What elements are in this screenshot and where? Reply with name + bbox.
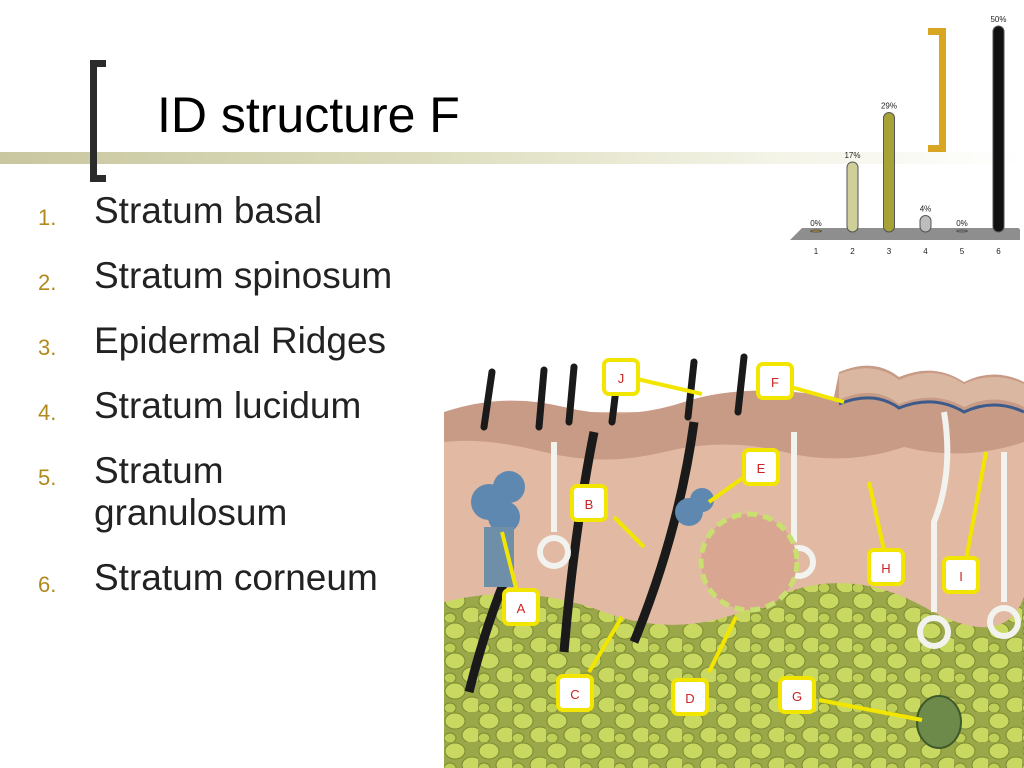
- label-arrows: [500, 377, 988, 722]
- chart-tick-label: 6: [996, 247, 1001, 256]
- callout-j: J: [602, 358, 640, 396]
- subcutaneous-fat-layer: [444, 583, 1024, 768]
- answer-list: 1. Stratum basal 2. Stratum spinosum 3. Epi…: [30, 190, 460, 622]
- sweat-gland-coils: [537, 411, 1021, 649]
- chart-bar-4: [919, 215, 932, 233]
- svg-text:D: D: [685, 691, 694, 706]
- hair-follicle-center: [559, 431, 599, 653]
- svg-text:B: B: [585, 497, 594, 512]
- svg-text:A: A: [517, 601, 526, 616]
- svg-text:C: C: [570, 687, 579, 702]
- answer-option-5[interactable]: 5. Stratum granulosum: [30, 450, 354, 534]
- answer-number: 1.: [38, 205, 57, 230]
- answer-option-1[interactable]: 1. Stratum basal: [30, 190, 460, 232]
- answer-text: Stratum basal: [94, 190, 323, 231]
- chart-tick-label: 1: [814, 247, 819, 256]
- chart-bar-1: [810, 229, 822, 233]
- right-bracket-decoration: [928, 28, 946, 152]
- skin-cross-section-illustration: J F E B A H I C D G: [444, 353, 1024, 768]
- answer-text: Epidermal Ridges: [94, 320, 387, 361]
- hair-follicle-long: [629, 421, 699, 644]
- svg-text:H: H: [881, 561, 890, 576]
- chart-tick-label: 4: [923, 247, 928, 256]
- answer-option-6[interactable]: 6. Stratum corneum: [30, 557, 460, 599]
- chart-bar-2: [846, 161, 859, 233]
- title-underline-rule: [0, 152, 1024, 164]
- answer-option-4[interactable]: 4. Stratum lucidum: [30, 385, 460, 427]
- answer-number: 4.: [38, 400, 57, 425]
- chart-tick-label: 3: [887, 247, 892, 256]
- callout-i: I: [942, 556, 980, 594]
- left-bracket-decoration: [90, 60, 106, 182]
- chart-tick-label: 5: [960, 247, 965, 256]
- hair-follicle-left: [464, 580, 509, 694]
- svg-text:G: G: [792, 689, 802, 704]
- callout-g: G: [778, 676, 816, 714]
- svg-text:F: F: [771, 375, 779, 390]
- stratum-corneum-area: [839, 368, 1024, 407]
- chart-data-label: 0%: [810, 219, 822, 228]
- callout-d: D: [671, 678, 709, 716]
- svg-text:I: I: [959, 569, 963, 584]
- callout-e: E: [742, 448, 780, 486]
- chart-bar-5: [956, 229, 968, 233]
- epidermis-boundary-line: [838, 396, 1024, 414]
- answer-text: Stratum spinosum: [94, 255, 393, 296]
- answer-number: 6.: [38, 572, 57, 597]
- chart-data-label: 29%: [881, 102, 897, 111]
- slide-title: ID structure F: [157, 87, 460, 143]
- answer-text: Stratum granulosum: [94, 450, 288, 533]
- answer-text: Stratum corneum: [94, 557, 378, 598]
- callout-b: B: [570, 484, 608, 522]
- chart-bar-6: [992, 25, 1005, 233]
- sweat-gland-d: [698, 511, 800, 613]
- chart-data-label: 4%: [920, 205, 932, 214]
- answer-option-3[interactable]: 3. Epidermal Ridges: [30, 320, 460, 362]
- chart-bar-3: [883, 112, 895, 233]
- chart-tick-label: 2: [850, 247, 855, 256]
- callout-a: A: [502, 588, 540, 626]
- chart-data-label: 50%: [990, 15, 1006, 24]
- answer-text: Stratum lucidum: [94, 385, 362, 426]
- chart-data-label: 0%: [956, 219, 968, 228]
- svg-text:J: J: [618, 371, 625, 386]
- chart-data-label: 17%: [844, 151, 860, 160]
- callout-f: F: [756, 362, 794, 400]
- pacinian-corpuscle: [916, 695, 962, 749]
- answer-number: 3.: [38, 335, 57, 360]
- sebaceous-gland: [471, 471, 714, 533]
- callout-h: H: [867, 548, 905, 586]
- answer-number: 5.: [38, 465, 57, 490]
- answer-number: 2.: [38, 270, 57, 295]
- callout-c: C: [556, 674, 594, 712]
- response-bar-chart: 0% 1 17% 2 29% 3 4% 4 0% 5 50% 6: [790, 15, 1020, 256]
- answer-option-2[interactable]: 2. Stratum spinosum: [30, 255, 460, 297]
- chart-floor: [790, 228, 1020, 240]
- svg-text:E: E: [757, 461, 766, 476]
